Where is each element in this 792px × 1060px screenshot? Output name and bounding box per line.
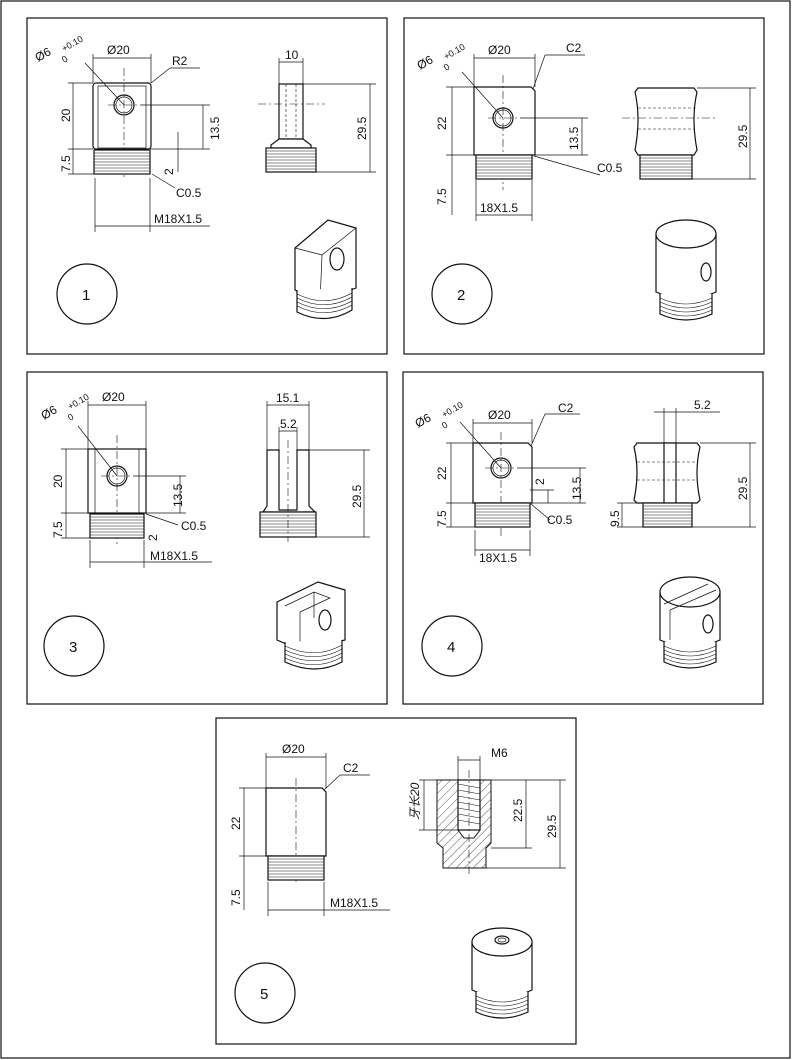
panel-2-side-view (622, 87, 756, 180)
panel-4-chamfer-top: C2 (558, 401, 574, 415)
panel-2-hole-height: 13.5 (567, 126, 581, 150)
panel-4-thread-label: 18X1.5 (479, 551, 517, 565)
panel-1-thread-label: M18X1.5 (154, 212, 202, 226)
panel-4-number-circle (421, 615, 483, 677)
panel-1-hole-label: Ø6 (33, 44, 54, 64)
panel-4-dia-label: Ø20 (488, 408, 511, 422)
panel-5-number: 5 (260, 986, 268, 1003)
panel-2-tol-up: +0.10 (442, 42, 467, 62)
panel-2-dia-label: Ø20 (488, 43, 511, 57)
panel-3: Ø6 +0.10 0 Ø20 20 13.5 7.5 2 C0.5 M18X1.… (26, 371, 388, 705)
panel-3-dia-label: Ø20 (102, 390, 125, 404)
panel-4-thread-height: 7.5 (435, 510, 449, 527)
panel-4-slot-depth: 9.5 (608, 510, 622, 527)
panel-4-hole-height: 13.5 (570, 476, 584, 500)
panel-1-radius-label: R2 (172, 54, 188, 68)
panel-4-front-view (446, 413, 586, 556)
panel-1-thread-height: 7.5 (59, 155, 73, 172)
panel-4-total-height: 29.5 (736, 476, 750, 500)
panel-5-body-height: 22 (229, 816, 243, 830)
panel-4-slot-width: 5.2 (694, 398, 711, 412)
panel-3-body-height: 20 (51, 474, 65, 488)
panel-3-total-height: 29.5 (350, 484, 364, 508)
panel-1-side-view (258, 58, 376, 173)
panel-5-tap-depth: 牙长20 (408, 782, 422, 820)
panel-4-tol-up: +0.10 (440, 400, 465, 420)
panel-2-body-height: 22 (435, 116, 449, 130)
panel-3-chamfer-label: C0.5 (181, 519, 207, 533)
panel-2-number-circle (431, 263, 493, 325)
panel-1-front-view (68, 54, 210, 232)
panel-1: Ø6 +0.10 0 Ø20 R2 20 13.5 7.5 2 C0.5 M18… (26, 17, 388, 355)
panel-4-body-height: 22 (435, 466, 449, 480)
panel-5-section-view (419, 756, 566, 876)
panel-4-number: 4 (447, 639, 455, 656)
panel-2-total-height: 29.5 (736, 124, 750, 148)
panel-3-chamfer-height: 2 (146, 534, 160, 541)
panel-3-number-circle (43, 615, 105, 677)
panel-2-isometric-view (655, 219, 717, 321)
panel-1-tol-low: 0 (60, 54, 69, 65)
panel-3-side-width: 15.1 (276, 391, 300, 405)
panel-3-front-view (61, 401, 212, 568)
panel-3-isometric-view (276, 581, 346, 670)
panel-5-chamfer-top: C2 (343, 761, 359, 775)
panel-5: Ø20 C2 22 7.5 M18X1.5 (215, 717, 577, 1045)
panel-2-front-view (446, 54, 601, 221)
panel-3-number: 3 (69, 639, 77, 656)
panel-5-thread-height: 7.5 (229, 889, 243, 906)
panel-5-mid-height: 22.5 (511, 798, 525, 822)
panel-4-isometric-view (659, 576, 721, 669)
panel-5-isometric-view (471, 927, 533, 1019)
panel-1-number: 1 (82, 287, 90, 304)
panel-2-thread-label: 18X1.5 (480, 201, 518, 215)
panel-1-isometric-view (294, 219, 357, 320)
panel-5-tap-label: M6 (491, 746, 508, 760)
panel-3-thread-label: M18X1.5 (150, 549, 198, 563)
panel-2-thread-height: 7.5 (435, 188, 449, 205)
panel-2-hole-label: Ø6 (415, 52, 436, 72)
panel-2-chamfer-label: C0.5 (597, 161, 623, 175)
panel-1-side-width: 10 (285, 48, 299, 62)
panel-4-side-view (617, 408, 756, 528)
panel-2: Ø6 +0.10 0 Ø20 C2 22 13.5 C0.5 7.5 18X1.… (403, 17, 765, 355)
panel-4-tol-low: 0 (440, 420, 449, 431)
panel-5-front-view (239, 753, 390, 916)
panel-5-thread-label: M18X1.5 (330, 896, 378, 910)
panel-2-number: 2 (457, 287, 465, 304)
panel-3-side-view (259, 401, 370, 542)
panel-3-tol-low: 0 (66, 412, 75, 423)
panel-1-body-height: 20 (59, 108, 73, 122)
panel-3-tol-up: +0.10 (66, 392, 91, 412)
panel-3-hole-label: Ø6 (39, 402, 60, 422)
panel-3-thread-height: 7.5 (51, 521, 65, 538)
panel-1-chamfer-label: C0.5 (176, 186, 202, 200)
panel-1-total-height: 29.5 (355, 116, 369, 140)
panel-5-number-circle (234, 962, 296, 1024)
panel-4: Ø6 +0.10 0 Ø20 C2 22 2 13.5 7.5 C0.5 18X… (402, 371, 764, 705)
panel-4-chamfer-label: C0.5 (547, 513, 573, 527)
panel-1-chamfer-height: 2 (162, 168, 176, 175)
panel-1-number-circle (56, 263, 118, 325)
panel-1-hole-height: 13.5 (208, 116, 222, 140)
panel-3-hole-height: 13.5 (171, 483, 185, 507)
panel-1-tol-up: +0.10 (60, 34, 85, 54)
panel-3-slot-width: 5.2 (280, 417, 297, 431)
panel-2-chamfer-top: C2 (566, 41, 582, 55)
panel-1-dia-label: Ø20 (107, 43, 130, 57)
panel-2-tol-low: 0 (442, 62, 451, 73)
panel-4-chamfer-height: 2 (533, 478, 547, 485)
panel-5-total-height: 29.5 (545, 814, 559, 838)
panel-5-dia-label: Ø20 (282, 742, 305, 756)
panel-4-hole-label: Ø6 (413, 410, 434, 430)
